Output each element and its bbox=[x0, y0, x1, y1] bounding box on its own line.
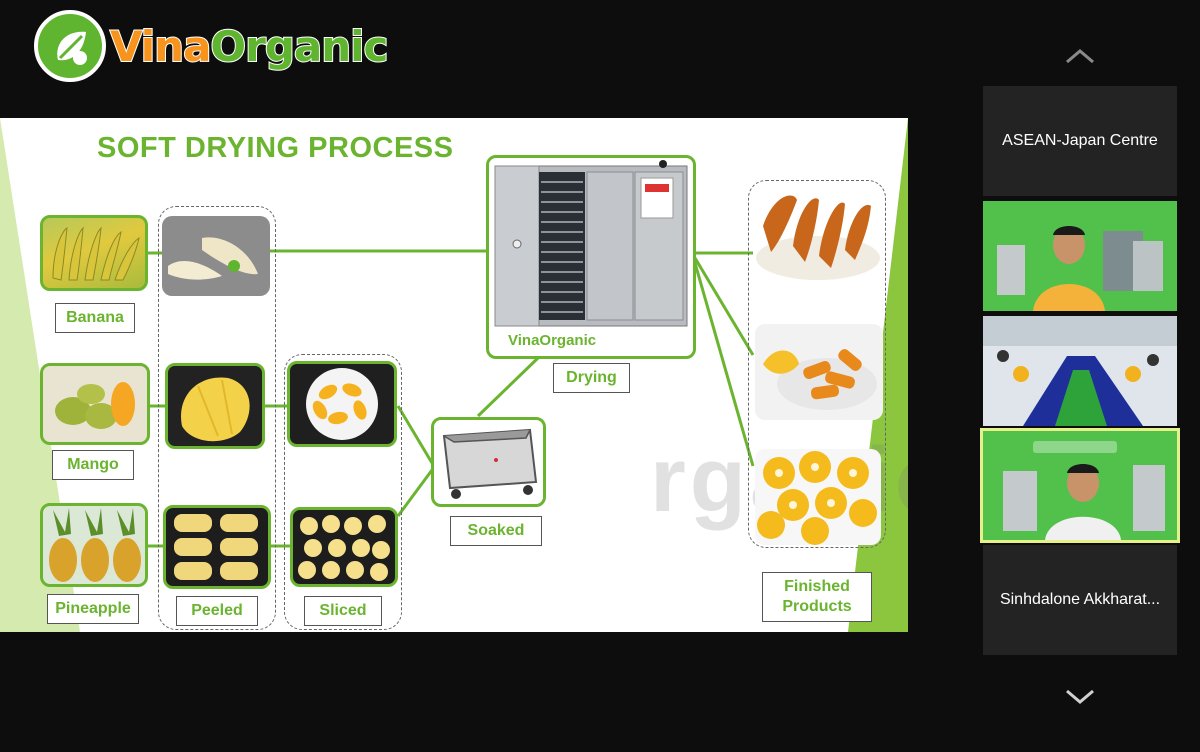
finished-group-outline bbox=[748, 180, 886, 548]
drying-machine-photo bbox=[486, 155, 696, 359]
logo-text-organic: Organic bbox=[209, 21, 389, 72]
participant-video-feed-speaker bbox=[983, 431, 1177, 540]
process-connectors bbox=[147, 249, 755, 548]
dried-pineapple-photo bbox=[755, 449, 881, 545]
soaked-label: Soaked bbox=[450, 516, 542, 546]
logo-text: VinaOrganic bbox=[109, 21, 389, 72]
peeled-group-outline bbox=[158, 206, 276, 630]
participant-tile-asean[interactable]: ASEAN-Japan Centre bbox=[983, 86, 1177, 196]
slide-title: SOFT DRYING PROCESS bbox=[97, 132, 454, 164]
sliced-group-outline bbox=[284, 354, 402, 630]
pineapple-photo bbox=[40, 503, 148, 587]
scroll-down-button[interactable] bbox=[1064, 686, 1096, 706]
sliced-mango-photo bbox=[287, 361, 397, 447]
peeled-label: Peeled bbox=[176, 596, 258, 626]
pineapple-label: Pineapple bbox=[47, 594, 139, 624]
drying-label: Drying bbox=[553, 363, 630, 393]
participant-video-1[interactable] bbox=[983, 201, 1177, 311]
participant-name: ASEAN-Japan Centre bbox=[1002, 132, 1158, 149]
dried-banana-photo bbox=[753, 186, 883, 280]
mango-photo bbox=[40, 363, 150, 445]
participant-video-2[interactable] bbox=[983, 316, 1177, 426]
peeled-mango-photo bbox=[165, 363, 265, 449]
participant-tile-sinhdalone[interactable]: Sinhdalone Akkharat... bbox=[983, 545, 1177, 655]
banana-photo bbox=[40, 215, 148, 291]
meeting-room-feed bbox=[983, 316, 1177, 426]
sliced-label: Sliced bbox=[304, 596, 382, 626]
dried-mango-photo bbox=[755, 324, 883, 420]
finished-products-label: Finished Products bbox=[762, 572, 872, 622]
logo-leaf-icon bbox=[34, 10, 106, 82]
peeled-pineapple-photo bbox=[163, 505, 271, 589]
chevron-down-icon bbox=[1066, 689, 1094, 704]
shared-slide: SOFT DRYING PROCESS rganic bbox=[0, 118, 908, 632]
scroll-up-button[interactable] bbox=[1064, 46, 1096, 66]
participant-name: Sinhdalone Akkharat... bbox=[999, 591, 1161, 608]
participant-video-feed bbox=[983, 201, 1177, 311]
mango-label: Mango bbox=[52, 450, 134, 480]
banana-label: Banana bbox=[55, 303, 135, 333]
soaking-tank-photo bbox=[431, 417, 546, 507]
peeled-banana-photo bbox=[162, 216, 270, 296]
chevron-up-icon bbox=[1066, 49, 1094, 64]
sliced-pineapple-photo bbox=[290, 507, 398, 587]
vinaorganic-logo: VinaOrganic bbox=[34, 10, 389, 82]
finished-label-line1: Finished bbox=[784, 578, 850, 595]
machine-brand-text: VinaOrganic bbox=[508, 332, 597, 349]
participant-video-3-active-speaker[interactable] bbox=[980, 428, 1180, 543]
logo-text-vina: Vina bbox=[109, 21, 212, 72]
finished-label-line2: Products bbox=[782, 598, 852, 615]
